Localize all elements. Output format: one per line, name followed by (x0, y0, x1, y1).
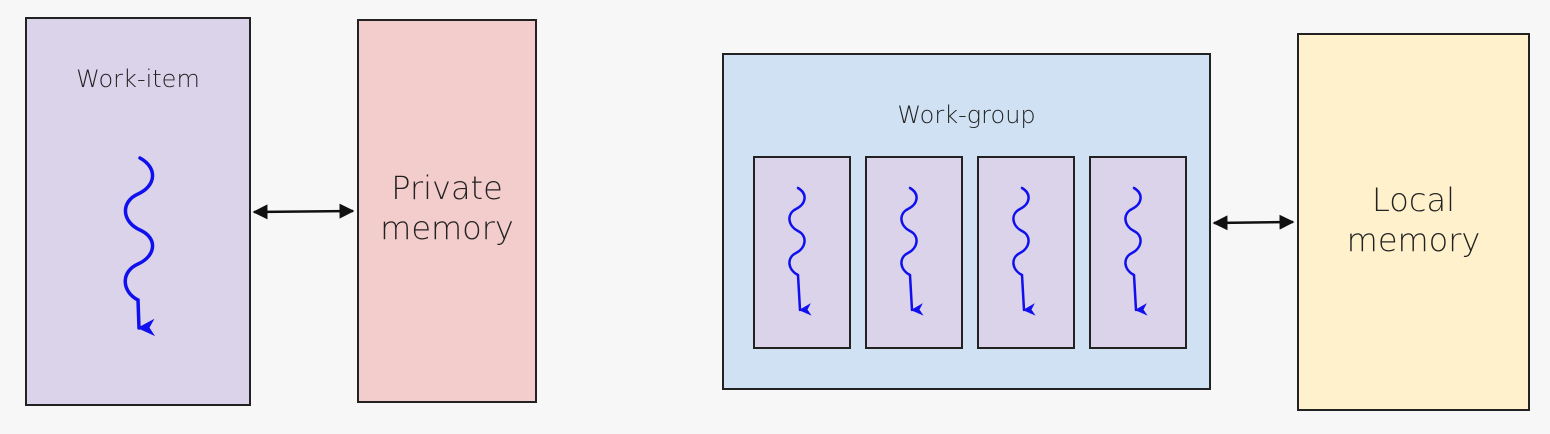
private-memory-label: Private memory (380, 169, 514, 247)
work-group-item (753, 156, 851, 349)
work-group-item (1089, 156, 1187, 349)
local-memory-box (1297, 33, 1530, 411)
work-group-item (865, 156, 963, 349)
double-headed-arrow-icon (1212, 214, 1295, 231)
work-group-item (977, 156, 1075, 349)
work-group-label: Work-group (897, 101, 1036, 129)
work-item-label: Work-item (76, 65, 200, 93)
private-memory-box (357, 19, 537, 403)
double-headed-arrow-icon (252, 203, 355, 220)
local-memory-label: Local memory (1346, 181, 1481, 259)
